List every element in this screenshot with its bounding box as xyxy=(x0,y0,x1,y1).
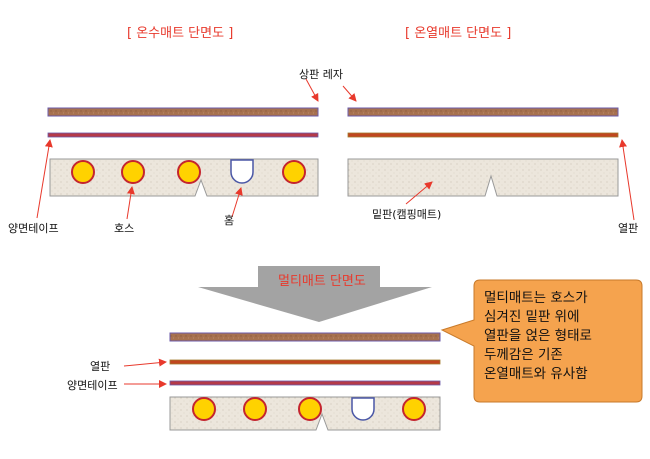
hose-icon xyxy=(402,397,426,421)
left-tape-layer xyxy=(47,132,319,138)
callout-text: 멀티매트는 호스가 심겨진 밑판 위에 열판을 얹은 형태로 두께감은 기존 온… xyxy=(484,289,634,384)
groove-icon xyxy=(230,159,254,184)
right-base-board xyxy=(347,158,619,197)
left-hoses xyxy=(71,159,306,184)
groove-icon xyxy=(351,397,375,421)
title-left: [ 온수매트 단면도 ] xyxy=(127,26,234,41)
right-laser-layer xyxy=(347,107,619,117)
hose-icon xyxy=(177,160,201,184)
label-groove: 홈 xyxy=(224,214,235,227)
title-right: [ 온열매트 단면도 ] xyxy=(405,26,512,41)
label-laser: 상판 레자 xyxy=(299,68,343,81)
callout-line: 온열매트와 유사함 xyxy=(484,366,588,382)
label-bottom-heat-plate: 열판 xyxy=(90,360,111,373)
banner-arrow xyxy=(198,266,432,322)
label-hose: 호스 xyxy=(114,222,135,235)
hose-icon xyxy=(192,397,216,421)
bottom-laser-layer xyxy=(169,332,441,342)
callout-box xyxy=(440,279,643,403)
bottom-hoses xyxy=(192,397,426,421)
callout-line: 심겨진 밑판 위에 xyxy=(484,309,580,325)
hose-icon xyxy=(243,397,267,421)
banner-title: 멀티매트 단면도 xyxy=(278,274,366,289)
hose-icon xyxy=(298,397,322,421)
callout-line: 두께감은 기존 xyxy=(484,347,563,363)
right-heat-plate xyxy=(347,132,619,138)
hose-icon xyxy=(121,160,145,184)
label-double-tape-left: 양면테이프 xyxy=(8,222,59,235)
callout-line: 멀티매트는 호스가 xyxy=(484,290,588,306)
hose-icon xyxy=(282,160,306,184)
bottom-heat-plate xyxy=(169,359,441,365)
hose-icon xyxy=(71,160,95,184)
callout-line: 열판을 얹은 형태로 xyxy=(484,328,592,344)
left-laser-layer xyxy=(47,107,319,117)
label-base-board: 밑판(캠핑매트) xyxy=(372,208,442,221)
label-bottom-double-tape: 양면테이프 xyxy=(67,379,118,392)
label-heat-plate: 열판 xyxy=(618,222,639,235)
bottom-tape-layer xyxy=(169,380,441,386)
